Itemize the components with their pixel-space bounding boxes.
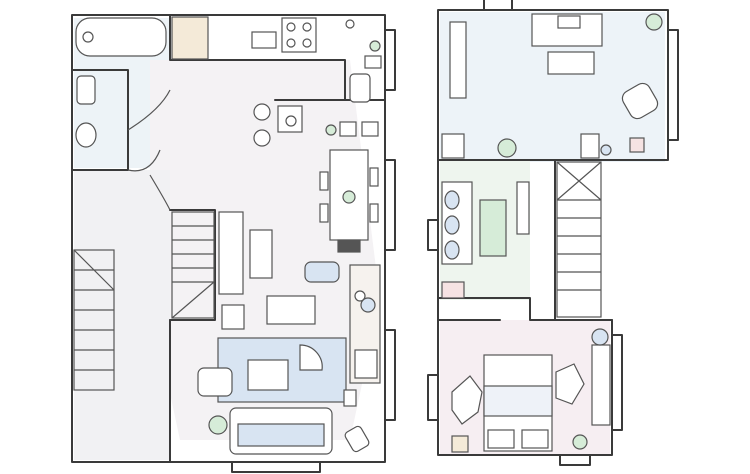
plant: [497, 138, 517, 158]
shelf: [449, 21, 467, 99]
armchair: [354, 349, 378, 379]
side-table: [343, 389, 357, 407]
upper-floor-stairs: [556, 161, 602, 318]
kitchen-cabinet: [171, 16, 209, 60]
bench: [479, 199, 507, 257]
toilet: [75, 122, 97, 148]
stool: [253, 129, 271, 147]
counter-item: [339, 121, 357, 137]
plant: [208, 415, 228, 435]
storage-box: [441, 281, 465, 299]
ottoman: [304, 261, 340, 283]
rug-hide: [451, 375, 483, 425]
nightstand: [451, 435, 469, 453]
counter-item: [361, 121, 379, 137]
plant: [325, 124, 337, 136]
desk-chair: [547, 51, 595, 75]
plant: [645, 13, 663, 31]
dresser: [591, 344, 611, 426]
bathtub-drain: [82, 31, 94, 43]
cabinet: [441, 133, 465, 159]
fridge: [349, 73, 371, 103]
bathtub: [75, 17, 167, 57]
ground-floor-doors: [127, 89, 171, 211]
cooktop: [281, 17, 317, 53]
chair: [344, 425, 370, 453]
armchair: [221, 304, 245, 330]
dining-table: [319, 149, 379, 253]
kitchen-sink: [251, 31, 277, 49]
sofa: [229, 407, 333, 455]
plant: [369, 40, 381, 52]
stool: [253, 103, 271, 121]
lamp: [591, 328, 609, 346]
kitchen-item: [345, 19, 355, 29]
ground-floor-stairs-center: [171, 211, 215, 319]
round-table: [299, 344, 323, 371]
coffee-table: [247, 359, 289, 391]
rug-hide: [555, 363, 585, 405]
counter-sink: [277, 105, 303, 133]
ground-floor-walls: [71, 14, 396, 473]
side-cabinet: [249, 229, 273, 279]
cabinet: [580, 133, 600, 159]
bed: [483, 354, 553, 452]
coat-rack: [516, 181, 530, 235]
kitchen-appliance: [364, 55, 382, 69]
plant: [572, 434, 588, 450]
upper-floor-walls: [427, 0, 679, 466]
sink: [76, 75, 96, 105]
coffee-table: [266, 295, 316, 325]
bookshelf: [218, 211, 244, 295]
armchair: [621, 82, 659, 120]
ground-floor-stairs-left: [73, 249, 115, 391]
lounge-chair: [197, 367, 233, 397]
